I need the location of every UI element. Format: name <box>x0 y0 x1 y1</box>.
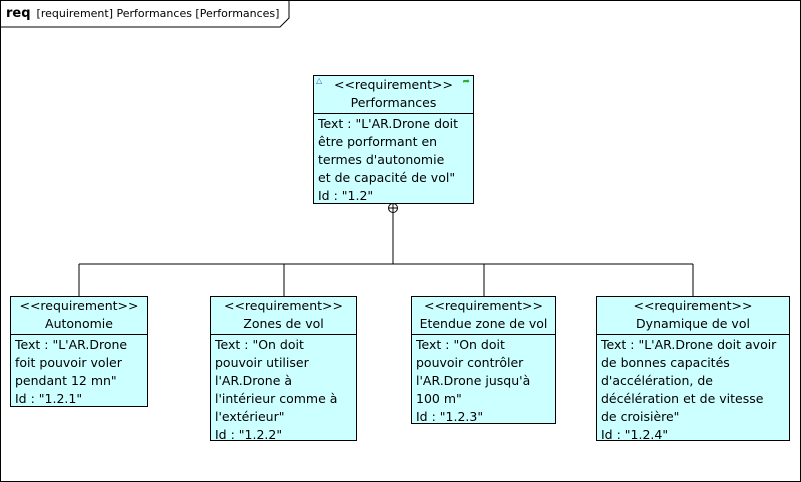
requirement-text-line: Text : "On doit <box>215 337 304 352</box>
requirement-id: Id : "1.2.3" <box>416 409 484 424</box>
requirement-id: Id : "1.2.4" <box>601 427 669 442</box>
requirement-text-line: de bonnes capacités <box>601 355 730 370</box>
requirement-stereotype: <<requirement>> <box>633 298 753 313</box>
requirement-text-line: l'AR.Drone jusqu'à <box>416 373 531 388</box>
requirement-text-line: Text : "On doit <box>416 337 505 352</box>
requirement-dynamique-de-vol[interactable]: <<requirement>> Dynamique de vol Text : … <box>596 296 790 442</box>
requirement-name: Dynamique de vol <box>636 316 750 331</box>
requirement-text-line: de croisière" <box>601 409 680 424</box>
requirement-text-line: l'intérieur comme à <box>215 391 338 406</box>
requirement-text-line: Text : "L'AR.Drone doit avoir <box>601 337 777 352</box>
requirement-header: △ ➦ <<requirement>> Performances <box>314 76 473 114</box>
requirement-text-line: pouvoir utiliser <box>215 355 309 370</box>
requirement-zones-de-vol[interactable]: <<requirement>> Zones de vol Text : "On … <box>210 296 357 442</box>
requirement-text-line: Text : "L'AR.Drone <box>15 337 128 352</box>
requirement-name: Zones de vol <box>243 316 324 331</box>
requirement-header: <<requirement>> Etendue zone de vol <box>412 297 555 335</box>
requirement-text-line: décélération et de vitesse <box>601 391 764 406</box>
requirement-text-line: termes d'autonomie <box>318 152 445 167</box>
requirement-body: Text : "L'AR.Drone doit avoir de bonnes … <box>597 335 789 445</box>
requirement-text-line: 100 m" <box>416 391 462 406</box>
requirement-text-line: d'accélération, de <box>601 373 713 388</box>
requirement-text-line: foit pouvoir voler <box>15 355 122 370</box>
requirement-text-line: pendant 12 mn" <box>15 373 117 388</box>
requirement-text-line: l'AR.Drone à <box>215 373 293 388</box>
requirement-id: Id : "1.2.2" <box>215 427 283 442</box>
frame-title-text: [requirement] Performances [Performances… <box>36 7 280 20</box>
requirement-header: <<requirement>> Dynamique de vol <box>597 297 789 335</box>
requirement-stereotype: <<requirement>> <box>19 298 139 313</box>
requirement-header: <<requirement>> Zones de vol <box>211 297 356 335</box>
requirement-text-line: et de capacité de vol" <box>318 170 456 185</box>
frame-header-tab: req [requirement] Performances [Performan… <box>0 0 290 28</box>
requirement-name: Etendue zone de vol <box>419 316 548 331</box>
requirement-icon: △ <box>316 76 323 85</box>
requirement-stereotype: <<requirement>> <box>333 77 454 92</box>
requirement-text-line: l'extérieur" <box>215 409 285 424</box>
requirement-header: <<requirement>> Autonomie <box>11 297 147 335</box>
requirement-body: Text : "L'AR.Drone doit être porformant … <box>314 114 473 206</box>
requirement-stereotype: <<requirement>> <box>223 298 344 313</box>
requirement-name: Autonomie <box>45 316 113 331</box>
requirement-id: Id : "1.2.1" <box>15 391 83 406</box>
requirement-performances[interactable]: △ ➦ <<requirement>> Performances Text : … <box>313 75 474 204</box>
requirement-autonomie[interactable]: <<requirement>> Autonomie Text : "L'AR.D… <box>10 296 148 407</box>
requirement-text-line: Text : "L'AR.Drone doit <box>318 116 459 131</box>
requirement-body: Text : "On doit pouvoir contrôler l'AR.D… <box>412 335 555 427</box>
requirement-name: Performances <box>350 95 437 110</box>
requirement-text-line: pouvoir contrôler <box>416 355 524 370</box>
frame-keyword: req <box>6 6 31 21</box>
requirement-id: Id : "1.2" <box>318 188 374 203</box>
requirement-text-line: être porformant en <box>318 134 438 149</box>
requirement-body: Text : "L'AR.Drone foit pouvoir voler pe… <box>11 335 147 409</box>
requirement-stereotype: <<requirement>> <box>423 298 544 313</box>
derive-arrow-icon: ➦ <box>462 77 470 87</box>
frame-title: req [requirement] Performances [Performan… <box>6 6 279 21</box>
requirement-etendue-zone-de-vol[interactable]: <<requirement>> Etendue zone de vol Text… <box>411 296 556 424</box>
requirement-body: Text : "On doit pouvoir utiliser l'AR.Dr… <box>211 335 356 445</box>
